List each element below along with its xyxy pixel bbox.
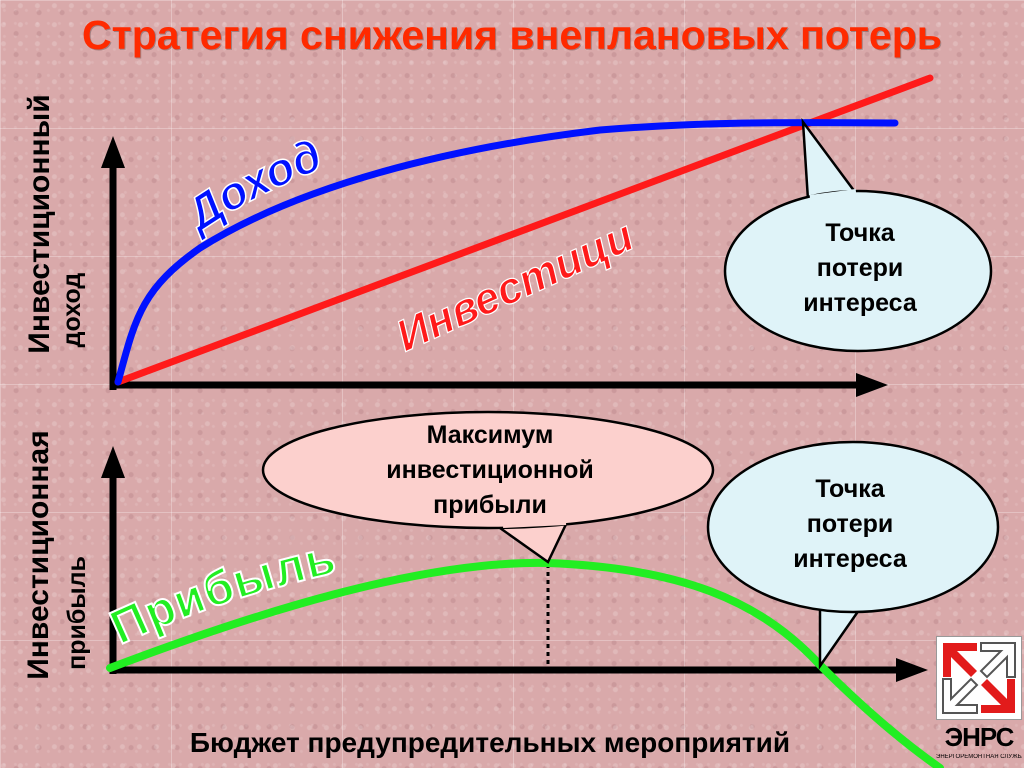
bottom-callout-line-2: потери — [806, 510, 894, 538]
maximum-callout-line-2: инвестиционной — [386, 456, 594, 484]
top-axes — [101, 136, 888, 397]
bottom-callout-bubble — [706, 440, 1000, 670]
page-title: Стратегия снижения внеплановых потерь — [82, 12, 942, 58]
income-curve — [114, 119, 899, 386]
income-curve-label: Доход — [173, 128, 328, 242]
logo-wordmark: ЭНРС — [944, 722, 1015, 752]
top-callout-line-1: Точка — [825, 219, 895, 247]
profit-curve — [106, 558, 944, 768]
top-callout-line-2: потери — [816, 254, 904, 282]
bottom-x-axis-arrow — [896, 658, 928, 682]
top-callout-text: Точка потери интереса — [740, 216, 980, 321]
maximum-callout-bubble — [261, 410, 715, 564]
maximum-callout-line-3: прибыли — [433, 491, 547, 519]
profit-curve-label: Прибыль — [103, 531, 341, 655]
top-y-axis-arrow — [101, 136, 125, 168]
x-axis-label: Бюджет предупредительных мероприятий — [189, 727, 791, 758]
maximum-callout-text: Максимум инвестиционной прибыли — [300, 418, 680, 523]
logo-subtext: ЭНЕРГОРЕМОНТНАЯ СЛУЖБА — [936, 754, 1022, 760]
bottom-callout-text: Точка потери интереса — [720, 472, 980, 577]
top-x-axis-arrow — [856, 373, 888, 397]
maximum-callout-line-1: Максимум — [426, 421, 554, 449]
investment-line — [114, 74, 934, 386]
bottom-axes — [101, 446, 928, 682]
bottom-y-axis-arrow — [101, 446, 125, 478]
top-callout-bubble — [723, 117, 993, 353]
top-callout-line-3: интереса — [803, 289, 917, 317]
logo-arrows-icon — [942, 642, 1016, 714]
bottom-callout-line-3: интереса — [793, 545, 907, 573]
bottom-callout-line-1: Точка — [815, 475, 885, 503]
company-logo: ЭНРС ЭНЕРГОРЕМОНТНАЯ СЛУЖБА — [936, 636, 1022, 766]
logo-emblem — [936, 636, 1022, 720]
